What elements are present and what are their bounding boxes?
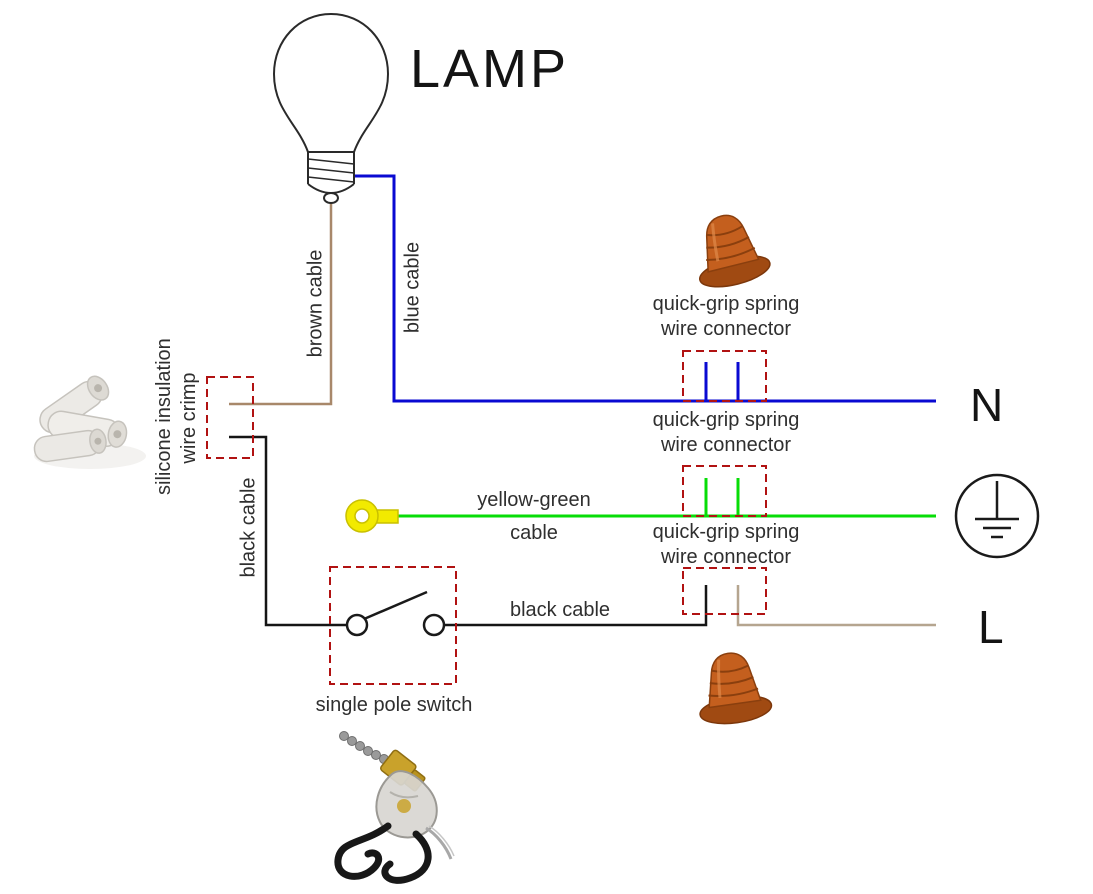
silicone-crimp-label: silicone insulation wire crimp xyxy=(152,338,202,495)
wire-crimps-photo xyxy=(33,375,146,469)
single-pole-switch-label: single pole switch xyxy=(315,694,473,716)
light-bulb-icon xyxy=(272,12,390,204)
quick-grip-connector-label-3: quick-grip spring wire connector xyxy=(652,521,800,568)
quick-grip-connector-label-1: quick-grip spring wire connector xyxy=(652,293,800,340)
black-wire-switch-to-connector xyxy=(444,585,708,627)
brown-cable-label: brown cable xyxy=(304,249,327,358)
live-terminal-label: L xyxy=(978,601,1004,653)
crimp-highlight-box xyxy=(206,376,254,459)
silicone-crimp-label-line2: wire crimp xyxy=(178,372,200,464)
wire-nut-icon-bottom xyxy=(699,652,773,725)
blue-cable-label: blue cable xyxy=(401,241,424,334)
tan-wire-to-live-terminal xyxy=(736,585,936,627)
wire-nut-icon-top xyxy=(699,214,771,288)
switch-highlight-box xyxy=(329,566,457,685)
black-cable-vertical-label: black cable xyxy=(237,477,260,578)
black-cable-horizontal-label: black cable xyxy=(509,599,611,621)
ring-terminal-icon xyxy=(345,499,399,533)
black-wire-from-crimp xyxy=(229,435,347,627)
earth-ground-icon xyxy=(954,473,1040,559)
pull-chain-switch-photo xyxy=(334,731,455,884)
silicone-crimp-label-line1: silicone insulation xyxy=(153,338,175,495)
lamp-title: LAMP xyxy=(410,39,570,99)
brown-wire xyxy=(229,196,333,406)
single-pole-switch-symbol xyxy=(345,590,446,637)
yellow-green-cable-label-line1: yellow-green xyxy=(477,489,591,511)
quick-grip-connector-label-2: quick-grip spring wire connector xyxy=(652,409,800,456)
connector-highlight-box-2 xyxy=(682,465,767,517)
blue-wire xyxy=(354,174,936,403)
connector-highlight-box-1 xyxy=(682,350,767,402)
neutral-terminal-label: N xyxy=(970,379,1004,431)
connector-highlight-box-3 xyxy=(682,567,767,615)
yellow-green-cable-label-line2: cable xyxy=(510,522,558,544)
